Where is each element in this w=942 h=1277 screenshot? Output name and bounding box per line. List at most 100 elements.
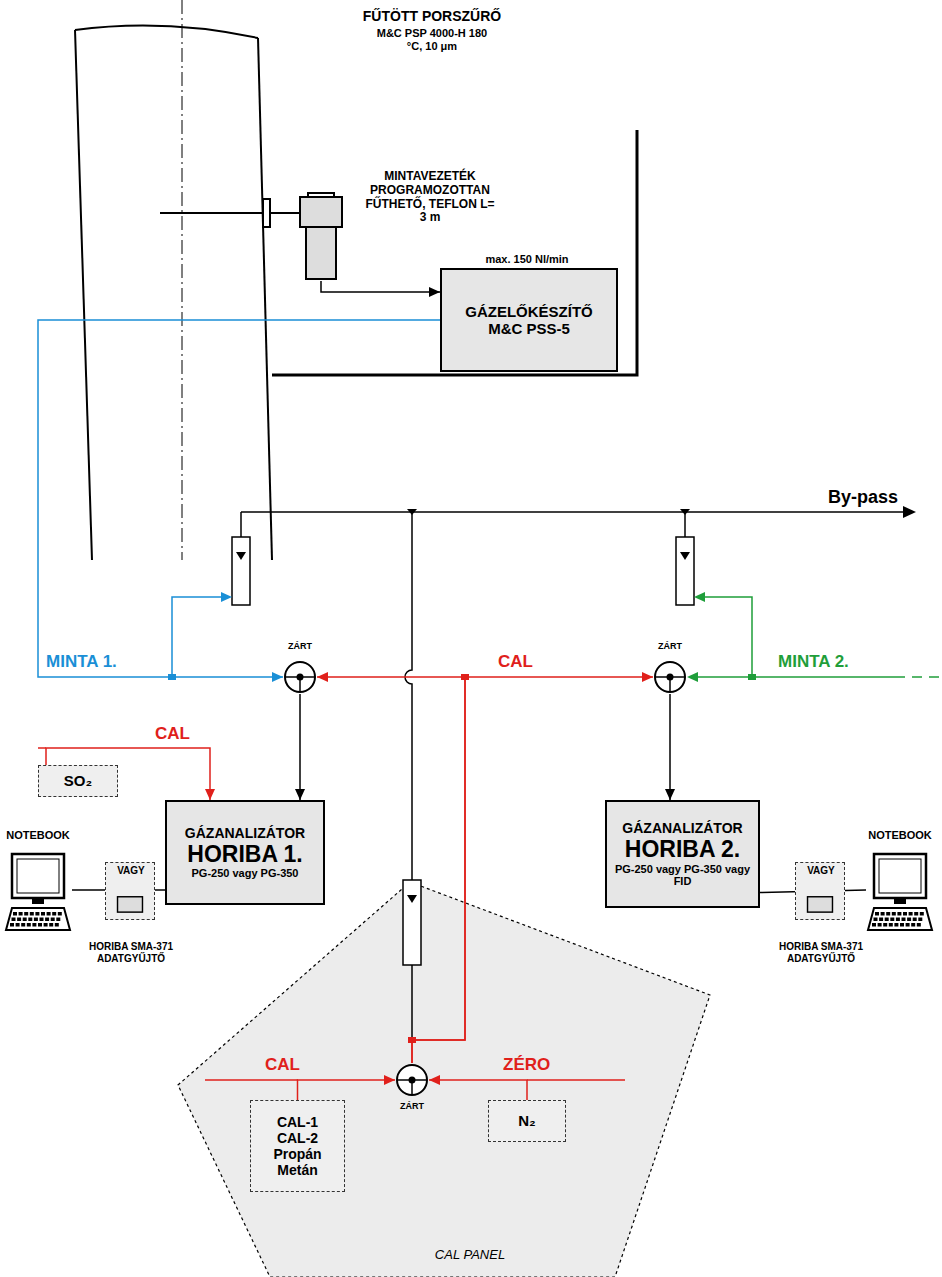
notebook-icon [51,918,55,922]
notebook-icon [874,854,926,898]
notebook-icon [911,923,915,927]
node-caption: HORIBA SMA-371 ADATGYŰJTŐ [771,941,871,964]
three-way-valve [397,1065,427,1095]
sample-2-line [702,597,752,677]
probe [160,212,300,214]
arrowhead [205,789,215,800]
notebook-icon [44,923,48,927]
stack [75,26,272,561]
three-way-valve: ZÁRT [283,660,317,694]
three-way-valve [653,660,687,694]
node-caption: ZÁRT [271,641,329,651]
flowmeter-float [236,552,246,560]
notebook-icon [56,918,60,922]
cal-gas-line [38,747,46,749]
pipe-connector [295,694,305,800]
stack [75,30,92,560]
notebook-icon [900,923,904,927]
node-text: PG-250 vagy PG-350 vagy FID [613,863,753,888]
notebook-icon [920,912,924,916]
notebook-icon [16,923,20,927]
heated-filter [298,193,344,281]
arrowhead [295,789,305,800]
analyzer-box: GÁZANALIZÁTORHORIBA 2.PG-250 vagy PG-350… [605,800,760,908]
zero-gas-box: N₂ [488,1100,566,1142]
heated-filter [306,227,336,279]
bypass-line [411,965,413,1040]
notebook-icon [10,923,14,927]
arrowhead [903,506,916,518]
pipe-line [38,320,440,677]
bypass-line [684,512,686,537]
gas-cylinder-box: SO₂ [38,765,118,797]
flowmeter [403,880,421,965]
notebook-icon [872,923,876,927]
node-caption: FŰTÖTT PORSZŰRŐ [357,8,507,24]
notebook-icon [6,908,70,930]
notebook-icon [21,923,25,927]
notebook-icon [879,918,883,922]
heated-filter [300,197,342,227]
three-way-valve [297,674,304,681]
notebook-icon [17,859,59,893]
notebook-icon [881,912,885,916]
notebook-icon [19,912,23,916]
line-label: By-pass [828,487,898,508]
node-text: GÁZELŐKÉSZÍTŐ M&C PSS-5 [459,303,599,338]
sample-2-line [929,676,939,678]
pipe-connector [321,281,440,297]
notebook-icon [12,918,16,922]
sample-2-arrow [694,592,705,602]
pipe-line [321,281,440,292]
node-caption: ZÁRT [383,1101,441,1111]
three-way-valve: ZÁRT [653,660,687,694]
notebook-icon [878,923,882,927]
stack [258,38,272,560]
node-caption: ZÁRT [641,641,699,651]
sample-2-arrow [748,674,756,680]
probe [160,199,300,227]
wall-bracket [272,130,637,375]
notebook-icon [41,912,45,916]
sample-2-line [912,676,922,678]
notebook-icon [28,918,32,922]
probe [263,199,270,227]
three-way-valve [283,660,317,694]
sample-1-arrow [221,592,232,602]
data-logger-option: VAGYHORIBA SMA-371 ADATGYŰJTŐ [105,862,155,920]
notebook-icon [30,912,34,916]
cal-gas-line [527,1079,625,1081]
notebook-icon [868,908,932,930]
notebook-icon [27,923,31,927]
notebook-icon [38,923,42,927]
notebook-icon: NOTEBOOK [4,850,72,935]
notebook-icon: NOTEBOOK [866,850,934,935]
notebook-icon [866,850,934,935]
node-text: N₂ [518,1112,536,1129]
notebook-icon [4,850,72,935]
line-label: CAL [265,1055,300,1075]
node-text: CAL-1 CAL-2 Propán Metán [266,1114,330,1178]
gas-conditioner-box: max. 150 Nl/minGÁZELŐKÉSZÍTŐ M&C PSS-5 [440,268,618,372]
bypass-line [405,512,412,880]
bypass-line [241,511,905,513]
notebook-icon [12,854,64,898]
notebook-icon [879,859,921,893]
notebook-icon [917,923,921,927]
notebook-icon [902,918,906,922]
sample-2-arrow [687,672,698,682]
sample-1-branch [172,597,224,677]
node-text: HORIBA 1. [187,841,302,867]
arrowhead [407,509,417,515]
node-caption: max. 150 Nl/min [442,253,612,266]
data-logger-option: VAGYHORIBA SMA-371 ADATGYŰJTŐ [795,862,845,920]
line-label: MINTAVEZETÉK PROGRAMOZOTTAN FŰTHETŐ, TEF… [363,170,497,225]
notebook-icon [892,912,896,916]
sample-2-line [695,597,939,677]
node-text: HORIBA 2. [625,836,740,862]
notebook-icon [17,918,21,922]
pipe-line [299,694,301,800]
arrowhead [317,672,328,682]
three-way-valve: ZÁRT [395,1063,429,1097]
notebook-icon [32,898,44,904]
